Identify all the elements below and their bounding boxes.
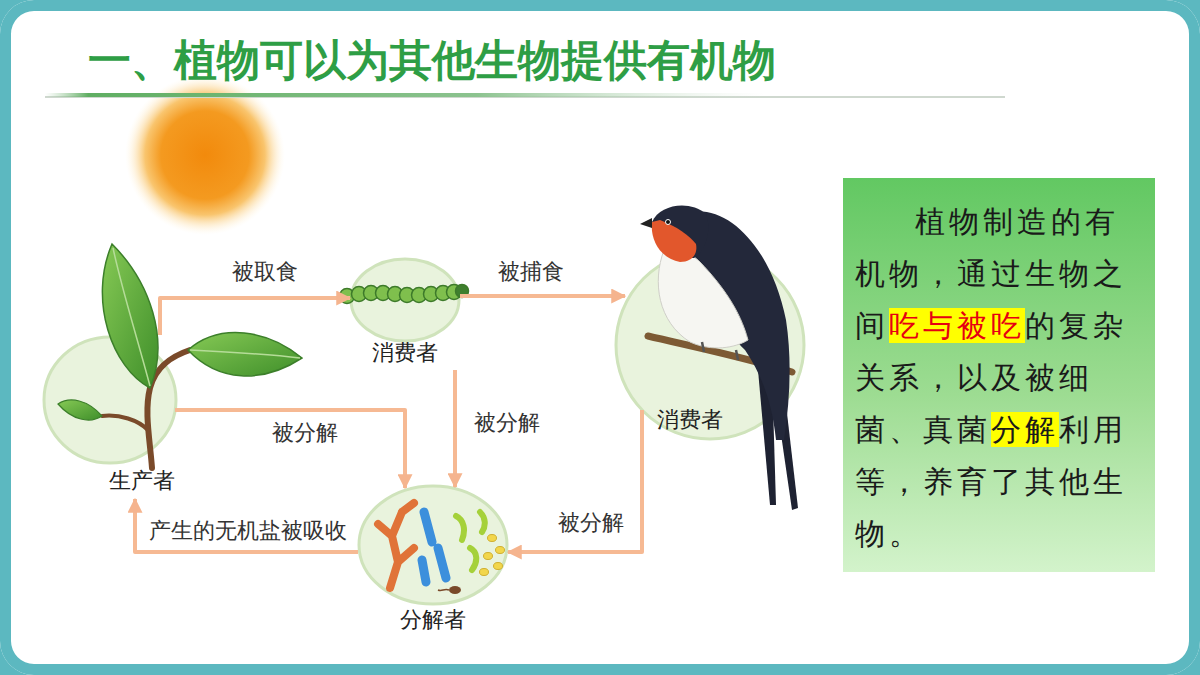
- edge-label-wrap: 被分解: [471, 410, 543, 436]
- text-panel: 植物制造的有机物，通过生物之间吃与被吃的复杂关系，以及被细菌、真菌分解利用等，养…: [843, 178, 1155, 572]
- organism-circle: 分解者: [358, 485, 508, 635]
- protozoan: [449, 586, 461, 594]
- circle-fill: [44, 337, 176, 463]
- edge-label-wrap: 被捕食: [495, 259, 567, 285]
- red-face: [652, 220, 697, 262]
- coccus: [488, 535, 497, 542]
- eye: [666, 220, 671, 225]
- coccus: [496, 547, 505, 554]
- sun: [125, 75, 285, 235]
- edge-label-wrap: 被分解: [555, 510, 627, 536]
- circle-fill: [616, 251, 804, 439]
- title-wrap: 一、植物可以为其他生物提供有机物: [88, 34, 776, 86]
- beak: [640, 218, 652, 228]
- organism-circle: 生产者: [42, 335, 182, 499]
- coccus: [494, 563, 503, 570]
- circle-fill: [359, 486, 507, 604]
- flow-arrow: [453, 370, 457, 487]
- title-underline: [45, 93, 1005, 98]
- edge-label: 产生的无机盐被吸收: [146, 518, 350, 544]
- underline-green: [45, 93, 765, 97]
- leaf-vein: [190, 350, 300, 358]
- circle-fill: [351, 259, 459, 341]
- edge-label: 被捕食: [495, 259, 567, 285]
- coccus: [480, 569, 489, 576]
- sun-disc: [125, 75, 285, 235]
- flow-arrow: [135, 499, 358, 552]
- edge-label-wrap: 产生的无机盐被吸收: [146, 518, 350, 544]
- slide-title: 一、植物可以为其他生物提供有机物: [88, 34, 776, 86]
- highlight-text: 吃与被吃: [889, 308, 1025, 343]
- edge-label-wrap: 被取食: [229, 259, 301, 285]
- role-label: 消费者: [657, 407, 723, 433]
- role-label: 分解者: [400, 607, 466, 633]
- edge-label: 被分解: [555, 510, 627, 536]
- edge-label-wrap: 被分解: [269, 420, 341, 446]
- coccus: [484, 553, 493, 560]
- highlight-text: 分解: [991, 412, 1059, 447]
- flow-arrow: [160, 298, 350, 335]
- flow-arrow: [175, 410, 405, 488]
- organism-circle: 消费者: [615, 250, 805, 440]
- organism-circle: 消费者: [350, 258, 460, 370]
- role-label: 消费者: [372, 340, 438, 366]
- leaf: [188, 333, 302, 376]
- edge-label: 被取食: [229, 259, 301, 285]
- paragraph: 植物制造的有机物，通过生物之间吃与被吃的复杂关系，以及被细菌、真菌分解利用等，养…: [855, 196, 1143, 560]
- edge-label: 被分解: [269, 420, 341, 446]
- role-label: 生产者: [109, 468, 175, 494]
- flow-arrow: [460, 294, 625, 298]
- edge-label: 被分解: [471, 410, 543, 436]
